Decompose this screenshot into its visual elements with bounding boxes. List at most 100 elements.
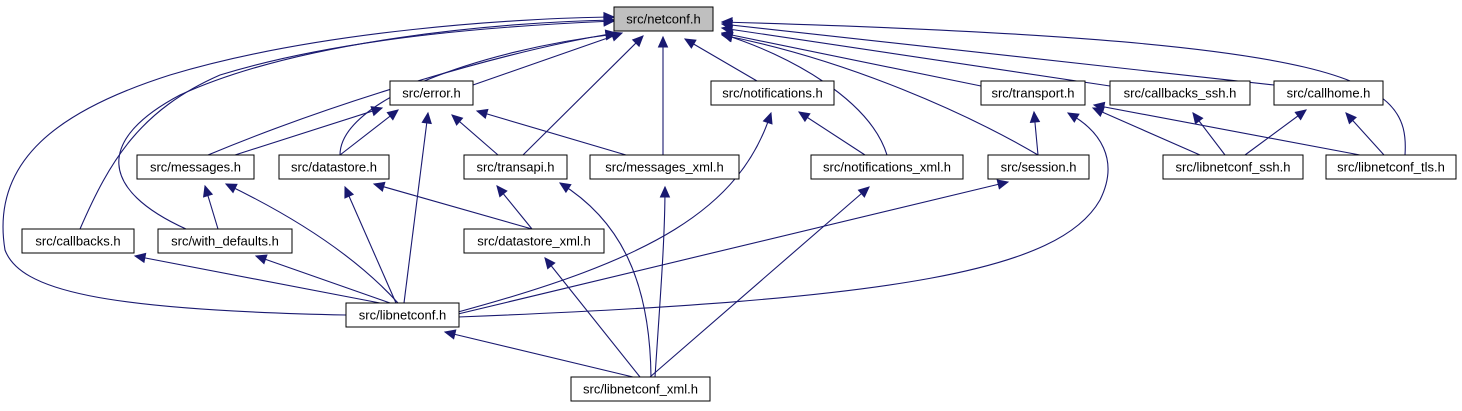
edge-libnetconf_xml-to-datastore_xml xyxy=(544,257,641,378)
edge-arrowhead xyxy=(254,254,268,265)
node-messages-xml[interactable]: src/messages_xml.h xyxy=(589,154,740,180)
edge-line xyxy=(721,32,982,87)
node-label: src/datastore_xml.h xyxy=(477,234,590,249)
node-box xyxy=(1109,80,1251,106)
edge-line xyxy=(721,34,1039,156)
node-datastore-xml[interactable]: src/datastore_xml.h xyxy=(463,228,605,254)
node-box xyxy=(1325,154,1457,180)
edge-arrowhead xyxy=(451,114,464,126)
node-label: src/notifications_xml.h xyxy=(823,160,951,175)
edge-line xyxy=(1244,109,1307,156)
edge-transapi-to-netconf xyxy=(522,35,644,156)
edge-line xyxy=(403,112,429,304)
edge-libnetconf-to-messages xyxy=(224,183,399,304)
node-callbacks[interactable]: src/callbacks.h xyxy=(21,228,135,254)
edge-arrowhead xyxy=(659,185,671,198)
edge-line xyxy=(255,255,391,304)
edge-line xyxy=(798,111,866,156)
edge-callbacks_ssh-to-netconf xyxy=(720,24,1111,87)
edge-arrowhead xyxy=(443,329,457,340)
edge-datastore-to-netconf xyxy=(339,30,618,156)
edge-libnetconf-to-callbacks xyxy=(133,252,381,304)
node-netconf[interactable]: src/netconf.h xyxy=(613,6,714,32)
node-notifications-xml[interactable]: src/notifications_xml.h xyxy=(810,154,964,180)
edge-libnetconf-to-notifications xyxy=(457,111,773,313)
edge-libnetconf-to-netconf xyxy=(2,11,616,316)
edge-line xyxy=(721,27,1111,87)
node-label: src/libnetconf_tls.h xyxy=(1337,160,1445,175)
edge-libnetconf_tls-to-transport xyxy=(1092,101,1361,156)
node-box xyxy=(1162,154,1304,180)
edge-session-to-netconf xyxy=(720,31,1039,156)
edge-arrowhead xyxy=(558,182,572,194)
node-libnetconf-tls[interactable]: src/libnetconf_tls.h xyxy=(1325,154,1457,180)
edge-arrowhead xyxy=(421,111,432,125)
node-label: src/with_defaults.h xyxy=(171,234,279,249)
node-box xyxy=(157,228,293,254)
node-libnetconf-xml[interactable]: src/libnetconf_xml.h xyxy=(570,376,711,402)
edge-arrowhead xyxy=(996,179,1010,190)
node-box xyxy=(570,376,711,402)
node-box xyxy=(136,154,255,180)
node-box xyxy=(463,228,605,254)
edge-libnetconf-to-with_defaults xyxy=(254,254,391,304)
edge-line xyxy=(559,182,652,378)
node-error[interactable]: src/error.h xyxy=(389,80,474,106)
edge-line xyxy=(444,331,634,378)
node-label: src/callhome.h xyxy=(1287,86,1371,101)
edge-libnetconf_ssh-to-callhome xyxy=(1244,109,1307,156)
edge-line xyxy=(684,38,758,82)
edge-line xyxy=(344,186,397,304)
edge-session-to-transport xyxy=(1029,110,1041,156)
node-with-defaults[interactable]: src/with_defaults.h xyxy=(157,228,293,254)
edge-arrowhead xyxy=(344,185,355,199)
edge-libnetconf-to-transport xyxy=(457,112,1109,318)
node-label: src/transport.h xyxy=(991,86,1074,101)
edge-libnetconf_xml-to-messages_xml xyxy=(654,185,671,378)
edge-line xyxy=(522,35,644,156)
node-callhome[interactable]: src/callhome.h xyxy=(1273,80,1384,106)
node-box xyxy=(589,154,740,180)
edge-arrowhead xyxy=(857,186,870,198)
node-datastore[interactable]: src/datastore.h xyxy=(278,154,390,180)
node-box xyxy=(278,154,390,180)
node-box xyxy=(980,80,1086,106)
edge-arrowhead xyxy=(720,31,734,43)
node-notifications[interactable]: src/notifications.h xyxy=(710,80,835,106)
node-label: src/libnetconf_xml.h xyxy=(583,382,698,397)
edge-notifications-to-netconf xyxy=(683,38,758,82)
edge-datastore_xml-to-datastore xyxy=(372,181,533,230)
edge-line xyxy=(339,109,399,156)
edge-line xyxy=(721,21,1406,156)
edge-transapi-to-error xyxy=(451,114,499,156)
edge-line xyxy=(339,33,617,156)
node-callbacks-ssh[interactable]: src/callbacks_ssh.h xyxy=(1109,80,1251,106)
node-transport[interactable]: src/transport.h xyxy=(980,80,1086,106)
node-session[interactable]: src/session.h xyxy=(987,154,1090,180)
nodes-layer: src/netconf.h src/error.h src/notification… xyxy=(21,6,1457,402)
edge-line xyxy=(476,110,627,156)
edge-error-to-netconf xyxy=(472,31,624,86)
edge-arrowhead xyxy=(762,111,773,125)
edge-libnetconf_tls-to-callhome xyxy=(1345,112,1385,156)
edge-libnetconf_xml-to-libnetconf xyxy=(443,329,634,378)
node-box xyxy=(21,228,135,254)
edge-line xyxy=(472,32,623,86)
node-label: src/notifications.h xyxy=(722,86,822,101)
node-libnetconf[interactable]: src/libnetconf.h xyxy=(345,302,460,328)
node-messages[interactable]: src/messages.h xyxy=(136,154,255,180)
node-libnetconf-ssh[interactable]: src/libnetconf_ssh.h xyxy=(1162,154,1304,180)
edge-line xyxy=(654,186,666,378)
node-box xyxy=(345,302,460,328)
edge-notifications_xml-to-notifications xyxy=(797,111,866,156)
node-label: src/session.h xyxy=(1001,160,1077,175)
node-label: src/error.h xyxy=(402,86,461,101)
edge-libnetconf_xml-to-notifications_xml xyxy=(649,186,870,378)
edge-line xyxy=(1092,107,1201,156)
edge-line xyxy=(118,19,615,230)
edge-arrowhead xyxy=(1192,112,1204,125)
node-transapi[interactable]: src/transapi.h xyxy=(463,154,568,180)
edge-arrowhead xyxy=(372,181,386,192)
edge-with_defaults-to-messages xyxy=(202,184,219,230)
